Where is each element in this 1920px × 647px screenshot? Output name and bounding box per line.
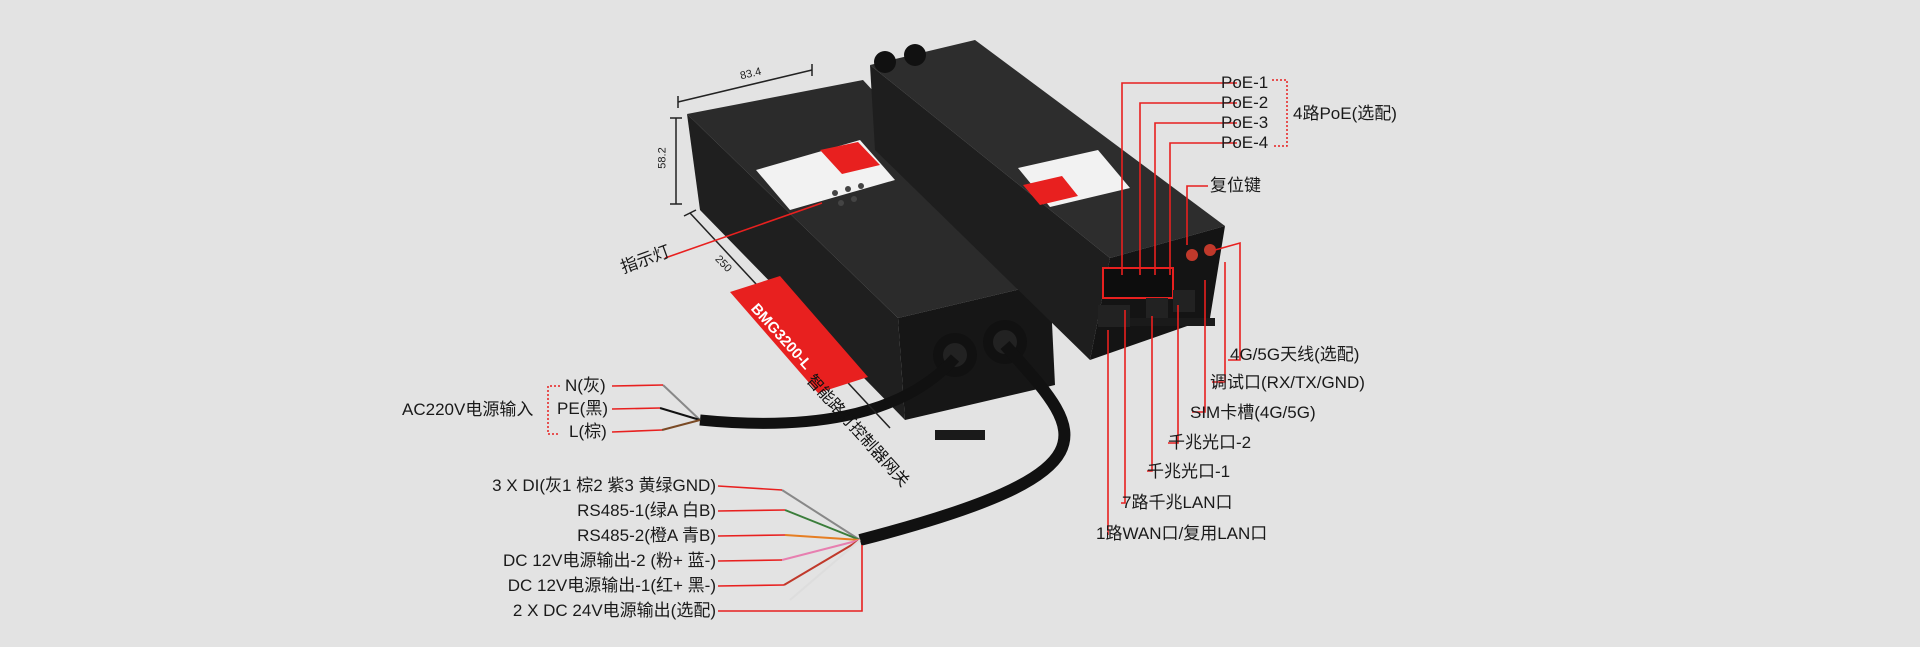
antenna-label: 4G/5G天线(选配) xyxy=(1230,345,1360,364)
leader-lines xyxy=(611,82,1241,612)
poe-2-label: PoE-2 xyxy=(1221,93,1269,112)
model-tag-bg xyxy=(730,276,868,393)
wire-pe: PE(黑) xyxy=(557,399,608,418)
wan-label: 1路WAN口/复用LAN口 xyxy=(1096,524,1268,543)
io-rs485-2: RS485-2(橙A 青B) xyxy=(577,526,716,545)
wire-l: L(棕) xyxy=(569,422,607,441)
left-device xyxy=(687,80,1055,440)
wire-n: N(灰) xyxy=(565,376,606,395)
brackets xyxy=(547,79,1288,435)
sim-label: SIM卡槽(4G/5G) xyxy=(1190,403,1316,422)
debug-label: 调试口(RX/TX/GND) xyxy=(1210,373,1365,392)
lan-label: 7路千兆LAN口 xyxy=(1122,493,1233,512)
io-rs485-1: RS485-1(绿A 白B) xyxy=(577,501,716,520)
io-dc12v-1: DC 12V电源输出-1(红+ 黑-) xyxy=(507,576,716,595)
io-dc24v: 2 X DC 24V电源输出(选配) xyxy=(512,601,716,620)
dim-height: 58.2 xyxy=(656,147,669,169)
right-device xyxy=(870,40,1225,360)
poe-3-label: PoE-3 xyxy=(1221,113,1269,132)
poe-group-label: 4路PoE(选配) xyxy=(1293,104,1397,123)
poe-1-label: PoE-1 xyxy=(1221,73,1269,92)
fiber2-label: 千兆光口-2 xyxy=(1168,433,1252,452)
fiber1-label: 千兆光口-1 xyxy=(1147,462,1231,481)
io-cable xyxy=(858,341,1071,546)
reset-label: 复位键 xyxy=(1210,176,1261,195)
power-input-group: AC220V电源输入 xyxy=(402,400,534,419)
power-cable xyxy=(699,354,960,429)
io-di: 3 X DI(灰1 棕2 紫3 黄绿GND) xyxy=(492,476,716,495)
io-dc12v-2: DC 12V电源输出-2 (粉+ 蓝-) xyxy=(503,551,716,570)
poe-4-label: PoE-4 xyxy=(1221,133,1269,152)
